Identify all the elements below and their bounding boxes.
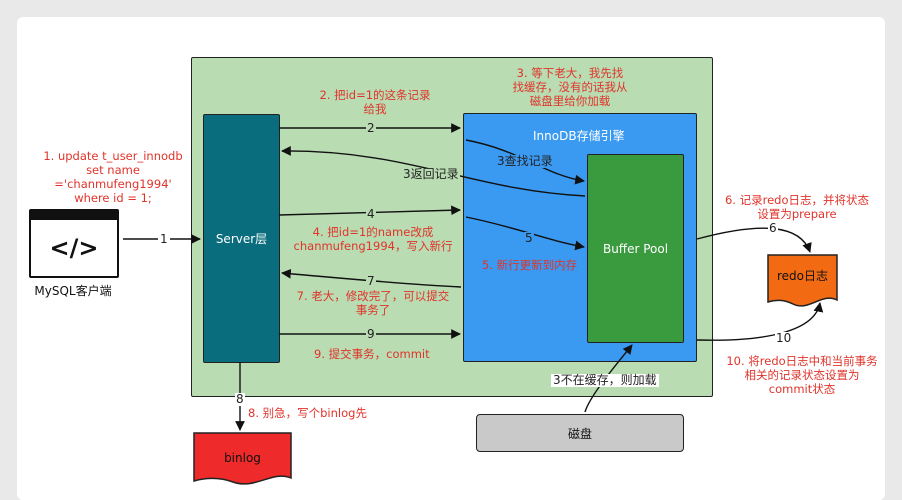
arrow-label-6: 6: [768, 221, 778, 235]
note-8: 8. 别急，写个binlog先: [248, 406, 367, 420]
arrow-label-3-find: 3查找记录: [496, 154, 554, 168]
arrow-label-3-return: 3返回记录: [402, 167, 460, 181]
binlog-shape: [193, 432, 292, 485]
arrow-label-7: 7: [366, 274, 376, 288]
buffer-pool-label: Buffer Pool: [602, 241, 669, 256]
buffer-pool-box: Buffer Pool: [587, 154, 684, 343]
redo-log-shape: [767, 254, 838, 307]
arrow-label-8: 8: [235, 392, 245, 406]
redo-log-label: redo日志: [776, 269, 828, 283]
innodb-engine-label: InnoDB存储引擎: [533, 129, 625, 143]
server-layer-label: Server层: [215, 232, 268, 246]
note-9: 9. 提交事务，commit: [314, 347, 430, 361]
arrow-label-10: 10: [775, 331, 793, 345]
client-window-titlebar: [31, 211, 117, 220]
note-5: 5. 新行更新到内存: [482, 258, 578, 272]
disk-label: 磁盘: [567, 426, 592, 441]
mysql-client-label: MySQL客户端: [34, 284, 112, 298]
arrow-label-2: 2: [366, 121, 376, 135]
note-2: 2. 把id=1的这条记录给我: [319, 88, 431, 116]
arrow-10: [696, 302, 824, 341]
arrow-6: [696, 227, 812, 253]
mysql-client-window: </>: [29, 209, 119, 278]
arrow-label-9: 9: [366, 327, 376, 341]
binlog-label: binlog: [224, 451, 261, 465]
server-layer-box: Server层: [203, 114, 280, 363]
arrow-label-3-load: 3不在缓存，则加载: [551, 373, 659, 387]
note-3: 3. 等下老大，我先找找缓存，没有的话我从磁盘里给你加载: [512, 66, 628, 108]
disk-box: 磁盘: [476, 414, 684, 452]
note-6: 6. 记录redo日志，并将状态设置为prepare: [724, 193, 869, 221]
arrow-label-4: 4: [366, 207, 376, 221]
code-brackets-icon: </>: [49, 234, 99, 262]
arrow-label-1: 1: [158, 232, 170, 246]
arrow-label-5: 5: [524, 231, 534, 245]
note-7: 7. 老大，修改完了，可以提交事务了: [296, 289, 450, 317]
